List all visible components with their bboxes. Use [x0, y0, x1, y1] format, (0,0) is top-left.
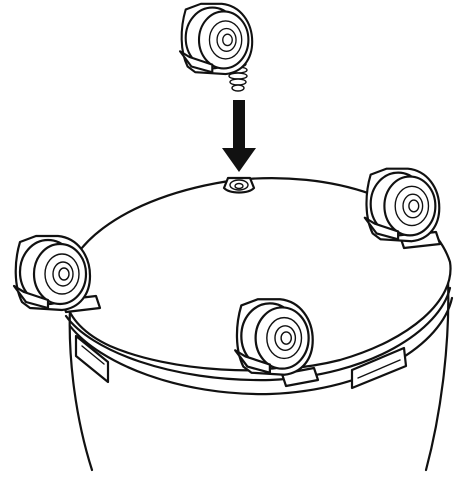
caster-detached: [178, 2, 254, 92]
handle-right: [350, 346, 408, 390]
base-body: [63, 177, 454, 472]
caster-front: [234, 298, 320, 388]
socket-hole: [222, 176, 256, 194]
insert-arrow-icon: [222, 100, 256, 172]
caster-right: [363, 167, 442, 250]
caster-left: [12, 234, 102, 314]
handle-left: [74, 334, 110, 384]
